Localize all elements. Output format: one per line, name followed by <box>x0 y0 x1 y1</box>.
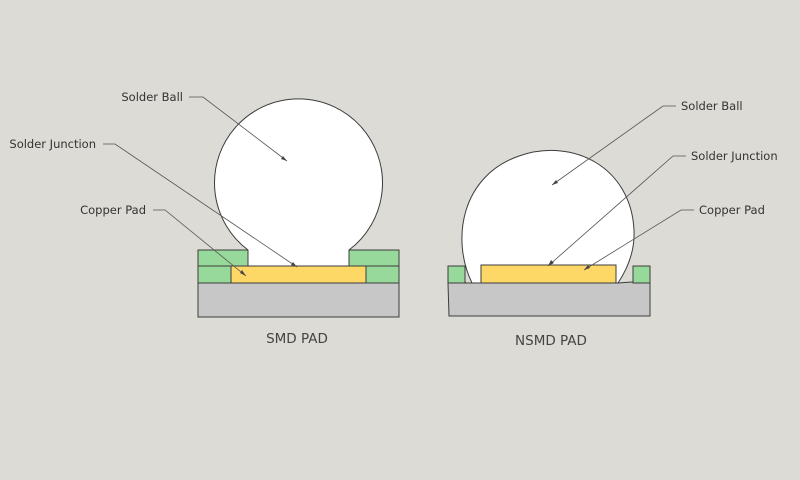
smd-leader-solder-ball <box>189 96 288 162</box>
nsmd-caption: NSMD PAD <box>515 333 587 349</box>
smd-leader-copper-pad <box>153 209 247 277</box>
nsmd-label-solder-junction: Solder Junction <box>691 149 778 163</box>
smd-leaders <box>103 96 298 277</box>
nsmd-leader-solder-junction <box>547 155 686 267</box>
nsmd-substrate <box>447 281 651 317</box>
nsmd-arrow-solder-ball <box>552 180 558 185</box>
nsmd-solder-ball <box>461 149 635 284</box>
nsmd-arrow-copper-pad <box>584 265 590 270</box>
smd-arrow-solder-junction <box>291 262 297 267</box>
nsmd-label-solder-ball: Solder Ball <box>681 99 743 113</box>
smd-pad-figure: Solder Ball Solder Junction Copper Pad S… <box>9 90 400 347</box>
nsmd-solder-mask-right <box>632 265 651 284</box>
smd-solder-mask-left-upper <box>197 249 249 267</box>
smd-solder-mask-right-upper <box>348 249 400 267</box>
nsmd-label-copper-pad: Copper Pad <box>699 203 765 217</box>
smd-arrow-solder-ball <box>281 156 287 161</box>
nsmd-copper-pad <box>480 264 617 284</box>
smd-leader-solder-junction <box>103 143 298 268</box>
nsmd-arrow-solder-junction <box>548 260 554 266</box>
nsmd-leaders <box>547 105 694 271</box>
smd-copper-pad <box>230 265 367 284</box>
smd-label-copper-pad: Copper Pad <box>80 203 146 217</box>
smd-arrow-copper-pad <box>240 270 246 276</box>
nsmd-pad-figure: Solder Ball Solder Junction Copper Pad N… <box>447 99 778 349</box>
smd-substrate <box>197 282 400 318</box>
nsmd-leader-solder-ball <box>551 105 676 186</box>
smd-solder-mask-right-lower <box>365 265 400 284</box>
nsmd-leader-copper-pad <box>583 209 694 271</box>
smd-label-solder-ball: Solder Ball <box>121 90 183 104</box>
smd-caption: SMD PAD <box>266 331 328 347</box>
smd-solder-mask-left-lower <box>197 265 232 284</box>
nsmd-solder-mask-left <box>447 265 466 284</box>
smd-label-solder-junction: Solder Junction <box>9 137 96 151</box>
smd-solder-ball <box>214 98 383 267</box>
